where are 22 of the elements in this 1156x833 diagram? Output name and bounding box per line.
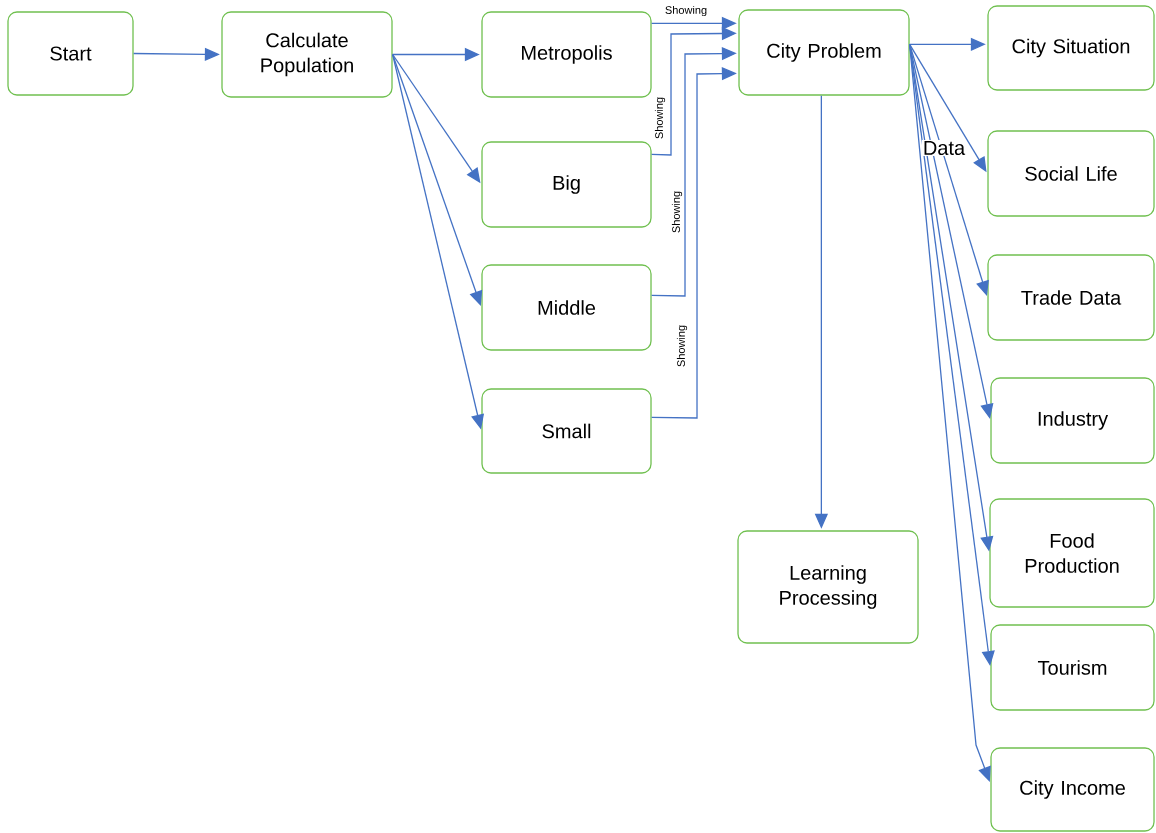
- process-box: City Situation: [987, 5, 1155, 91]
- process-box: Trade Data: [987, 254, 1155, 341]
- process-box: Calculate Population: [221, 11, 393, 98]
- process-box: Big: [481, 141, 652, 228]
- arrow: [909, 43, 994, 419]
- process-box: Industry: [990, 377, 1155, 464]
- arrow: [909, 43, 991, 782]
- process-box: City Income: [990, 747, 1155, 832]
- edge-label: Showing: [670, 189, 684, 235]
- process-box: Food Production: [989, 498, 1155, 608]
- edge-label: Showing: [675, 323, 689, 369]
- edge-label: Data: [921, 140, 967, 156]
- process-box: Tourism: [990, 624, 1155, 711]
- process-box: Learning Processing: [737, 530, 919, 644]
- process-box: Start: [7, 11, 134, 96]
- process-box: Small: [481, 388, 652, 474]
- process-box: Social Life: [987, 130, 1155, 217]
- process-box: Metropolis: [481, 11, 652, 98]
- edge-label: Showing: [663, 4, 709, 18]
- process-box: Middle: [481, 264, 652, 351]
- edge-label: Showing: [653, 95, 667, 141]
- process-box: City Problem: [738, 9, 910, 96]
